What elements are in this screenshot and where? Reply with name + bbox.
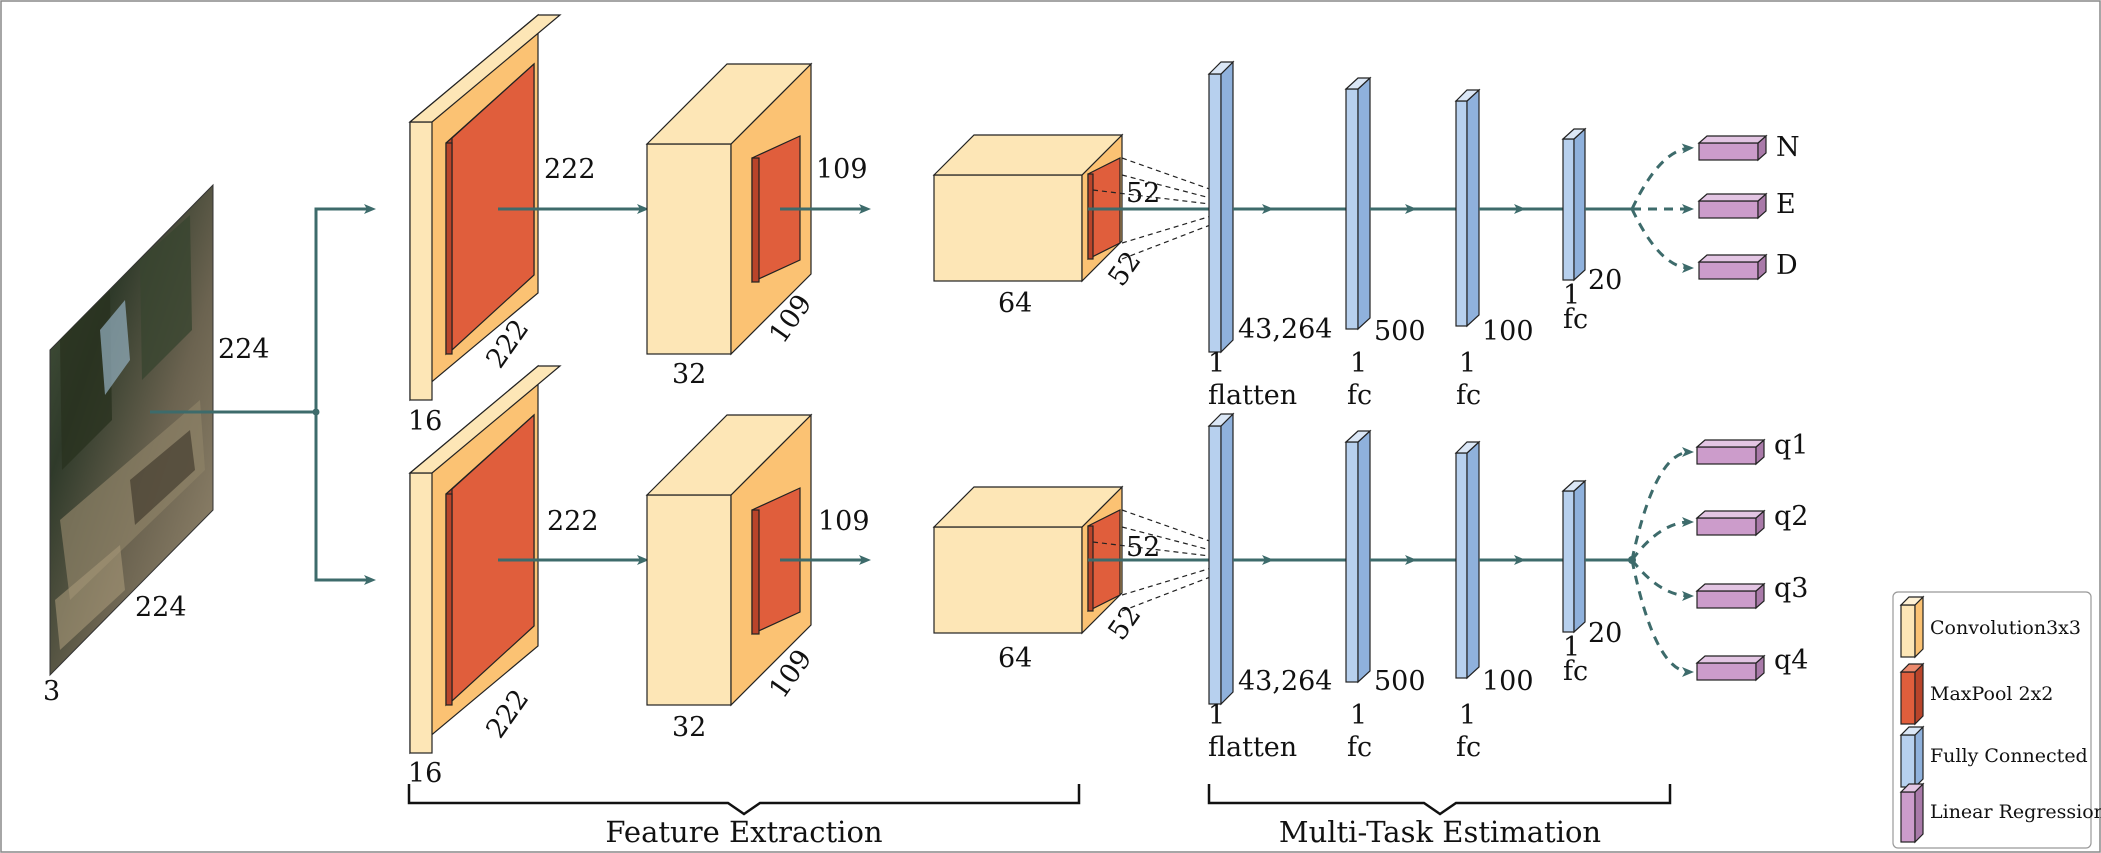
- output-d-connector: [1630, 208, 1694, 273]
- legend-maxpool-label: MaxPool 2x2: [1930, 683, 2053, 705]
- conv1-depth-label: 16: [408, 406, 442, 437]
- output-label-n: N: [1776, 132, 1800, 163]
- flatten-layer: [1207, 412, 1235, 706]
- conv1-depth-label: 16: [408, 758, 442, 789]
- fc3-depth-label: 1: [1563, 632, 1580, 663]
- output-q1-connector: [1630, 447, 1694, 561]
- output-label-q4: q4: [1774, 645, 1808, 676]
- fc1-size-label: 500: [1374, 316, 1426, 347]
- output-label-q1: q1: [1774, 430, 1808, 461]
- fc2-layer: [1454, 88, 1481, 328]
- lr-output-q2: [1695, 509, 1766, 537]
- input-image: [49, 183, 214, 677]
- flatten-size-label: 43,264: [1238, 666, 1332, 697]
- feature-extraction-label: Feature Extraction: [605, 815, 882, 849]
- output-q4-connector: [1630, 559, 1694, 677]
- fc3-name-label: fc: [1563, 656, 1588, 687]
- lr-output-q4: [1695, 654, 1766, 682]
- conv1-maxpool-h-label: 222: [544, 154, 596, 185]
- flatten-projection-lines: [1092, 157, 1219, 260]
- output-n-connector: [1630, 143, 1694, 210]
- top-branch: 16 222 222 32 109 109 64 52 52: [408, 13, 1800, 437]
- fc2-layer: [1454, 440, 1481, 680]
- legend-conv-label: Convolution3x3: [1930, 617, 2081, 639]
- lr-output-d: [1697, 253, 1768, 281]
- fc1-depth-label: 1: [1350, 700, 1367, 731]
- fc2-name-label: fc: [1456, 380, 1481, 411]
- input-width-label: 224: [218, 334, 270, 365]
- feature-extraction-brace: [407, 784, 1081, 816]
- split-to-top-branch: [314, 204, 376, 412]
- conv1-block: [408, 364, 562, 755]
- fc1-depth-label: 1: [1350, 348, 1367, 379]
- conv2-depth-label: 32: [672, 712, 706, 743]
- fc3-name-label: fc: [1563, 304, 1588, 335]
- fc3-size-label: 20: [1588, 618, 1622, 649]
- input-height-label: 224: [135, 592, 187, 623]
- legend-fc-icon: [1899, 725, 1925, 789]
- fc2-depth-label: 1: [1459, 348, 1476, 379]
- fc1-name-label: fc: [1347, 380, 1372, 411]
- flatten-layer: [1207, 60, 1235, 354]
- conv3-depth-label: 64: [998, 288, 1032, 319]
- fc1-layer: [1344, 429, 1372, 684]
- legend-conv-icon: [1899, 595, 1925, 659]
- flatten-size-label: 43,264: [1238, 314, 1332, 345]
- fc1-layer: [1344, 76, 1372, 331]
- output-q3-connector: [1630, 559, 1694, 601]
- lr-output-q1: [1695, 438, 1766, 466]
- output-label-e: E: [1776, 189, 1796, 220]
- flatten-name-label: flatten: [1208, 380, 1297, 411]
- conv2-maxpool-h-label: 109: [816, 154, 868, 185]
- fc1-name-label: fc: [1347, 732, 1372, 763]
- fc3-depth-label: 1: [1563, 280, 1580, 311]
- flatten-depth-label: 1: [1208, 700, 1225, 731]
- conv3-depth-label: 64: [998, 643, 1032, 674]
- fc3-layer: [1561, 127, 1587, 282]
- fc3-layer: [1561, 479, 1587, 634]
- lr-output-q3: [1695, 582, 1766, 610]
- split-to-bottom-branch: [314, 412, 376, 585]
- input-channels-label: 3: [43, 676, 60, 707]
- lr-output-n: [1697, 134, 1768, 162]
- conv3-maxpool-h-label: 52: [1126, 178, 1160, 209]
- legend-box: [1892, 591, 2092, 849]
- output-label-q3: q3: [1774, 573, 1808, 604]
- fc3-size-label: 20: [1588, 265, 1622, 296]
- conv1-maxpool-h-label: 222: [547, 506, 599, 537]
- conv1-maxpool-w-label: 222: [480, 684, 535, 744]
- conv1-block: [408, 13, 562, 402]
- conv2-depth-label: 32: [672, 359, 706, 390]
- legend-lr-label: Linear Regression: [1930, 801, 2101, 823]
- output-label-q2: q2: [1774, 501, 1808, 532]
- flatten-depth-label: 1: [1208, 348, 1225, 379]
- conv2-block: [645, 413, 813, 707]
- fc2-size-label: 100: [1482, 666, 1534, 697]
- lr-output-e: [1697, 192, 1768, 220]
- multi-task-label: Multi-Task Estimation: [1279, 815, 1601, 849]
- output-q2-connector: [1630, 517, 1694, 561]
- flatten-name-label: flatten: [1208, 732, 1297, 763]
- fc2-size-label: 100: [1482, 316, 1534, 347]
- conv3-maxpool-h-label: 52: [1126, 532, 1160, 563]
- flatten-projection-lines: [1092, 509, 1219, 612]
- legend-maxpool-icon: [1899, 662, 1925, 726]
- output-label-d: D: [1776, 250, 1798, 281]
- multi-task-brace: [1207, 784, 1672, 816]
- legend-lr-icon: [1899, 782, 1925, 844]
- conv2-block: [645, 62, 813, 356]
- fc1-size-label: 500: [1374, 666, 1426, 697]
- fc2-depth-label: 1: [1459, 700, 1476, 731]
- fc2-name-label: fc: [1456, 732, 1481, 763]
- legend: Convolution3x3 MaxPool 2x2 Fully Connect…: [1892, 591, 2101, 849]
- conv3-maxpool-w-label: 52: [1102, 600, 1147, 646]
- bottom-branch: 16 222 222 32 109 109 64 52 52: [408, 364, 1808, 789]
- conv3-block: [932, 133, 1124, 283]
- legend-fc-label: Fully Connected: [1930, 745, 2088, 767]
- conv2-maxpool-h-label: 109: [818, 506, 870, 537]
